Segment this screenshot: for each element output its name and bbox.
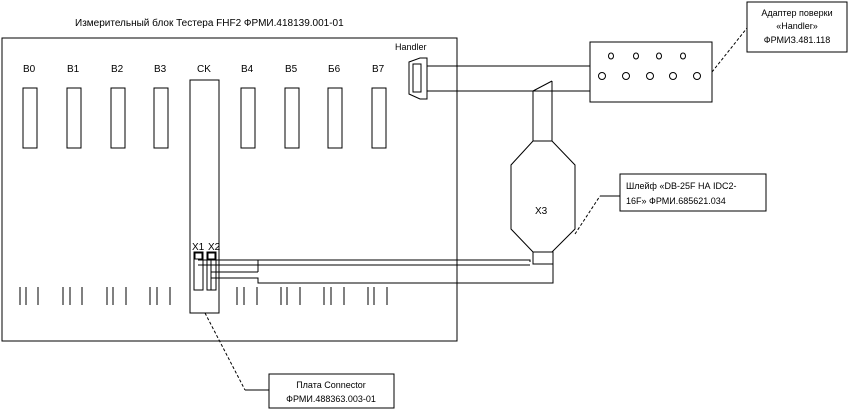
handler-adapter-box [589, 41, 713, 103]
slot-label-b7: B7 [372, 64, 385, 75]
slot-labels: B0 B1 B2 B3 CK B4 B5 Б6 B7 [23, 64, 385, 75]
x3-label: X3 [535, 206, 548, 217]
handler-label: Handler [395, 42, 427, 52]
cable-callout-box [619, 173, 767, 212]
adapter-callout-line1: Адаптер поверки [761, 8, 832, 18]
slot-label-b4: B4 [241, 64, 254, 75]
slot-label-b1: B1 [67, 64, 80, 75]
board-callout-box [268, 373, 395, 409]
ribbon-cable [198, 259, 554, 290]
slot-label-ck: CK [197, 64, 211, 75]
board-callout-line2: ФРМИ.488363.003-01 [286, 394, 376, 404]
adapter-pins [598, 52, 701, 80]
adapter-callout-line2: «Handler» [776, 21, 818, 31]
cable-to-x3 [532, 80, 553, 92]
slot-label-b0: B0 [23, 64, 36, 75]
diagram-title: Измерительный блок Тестера FHF2 ФРМИ.418… [75, 17, 344, 29]
cable-callout-line2: 16F» ФРМИ.685621.034 [626, 196, 726, 206]
x1-label: X1 [192, 242, 205, 253]
slot-label-b2: B2 [111, 64, 124, 75]
backplane-pins [19, 287, 388, 305]
x2-label: X2 [208, 242, 221, 253]
slot-label-b6: Б6 [328, 64, 341, 75]
slot-label-b3: B3 [154, 64, 167, 75]
x3-connector-shell [510, 140, 576, 253]
board-callout-line1: Плата Connector [296, 380, 366, 390]
adapter-callout-box [746, 1, 848, 53]
x1-connector [193, 251, 204, 291]
adapter-callout-line3: ФРМИЗ.481.118 [764, 35, 831, 45]
slot-label-b5: B5 [285, 64, 298, 75]
slot-connectors [22, 87, 387, 149]
x3-idc [532, 251, 554, 265]
cable-callout-line1: Шлейф «DB-25F НА IDC2- [626, 181, 736, 191]
